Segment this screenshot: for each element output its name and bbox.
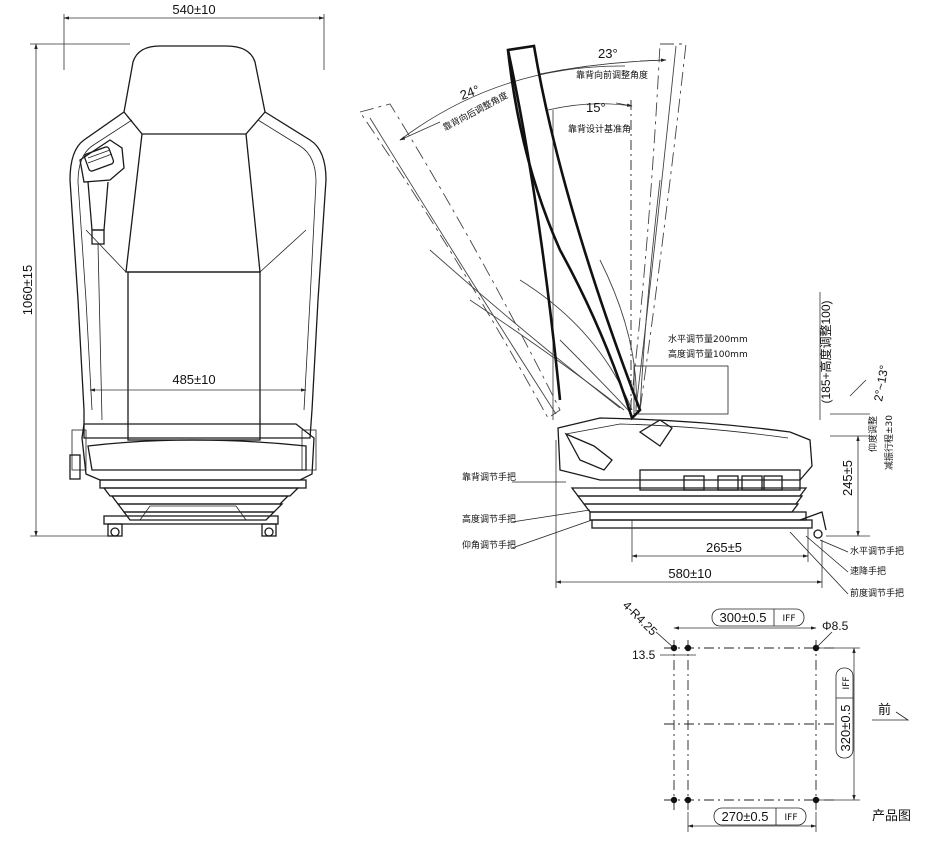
front-height-dim: 1060±15 xyxy=(20,265,35,316)
mount-dim-270-tag: IFF xyxy=(784,813,797,823)
mount-holes-label: 4-R4.25 xyxy=(620,598,660,638)
label-backrest-design: 靠背设计基准角 xyxy=(568,123,631,135)
handle-horizontal: 水平调节手把 xyxy=(850,545,904,557)
front-view: 540±10 1060±15 485±10 xyxy=(20,2,327,537)
product-label: 产品图 xyxy=(872,808,911,823)
mount-dim-13-5: 13.5 xyxy=(632,648,656,662)
mount-dim-320: 320±0.5 xyxy=(838,705,853,752)
tilt-note: 减振行程±30 xyxy=(883,415,895,470)
front-width-dim: 540±10 xyxy=(172,2,215,17)
mount-dia: Φ8.5 xyxy=(822,619,849,633)
label-height-travel: 高度调节量100mm xyxy=(668,348,748,360)
dim-245: 245±5 xyxy=(840,460,855,496)
label-backrest-front: 靠背向前调整角度 xyxy=(576,69,648,81)
mount-view: 300±0.5 IFF 4-R4.25 Φ8.5 13.5 320±0.5 IF… xyxy=(620,598,911,832)
angle-24: 24° xyxy=(458,82,482,103)
mount-dim-320-tag: IFF xyxy=(842,676,852,689)
mount-dim-300: 300±0.5 xyxy=(720,610,767,625)
handle-backrest: 靠背调节手把 xyxy=(462,471,516,483)
mount-dim-270: 270±0.5 xyxy=(722,809,769,824)
handle-height: 高度调节手把 xyxy=(462,513,516,525)
angle-15: 15° xyxy=(586,100,606,115)
angle-23: 23° xyxy=(598,46,618,61)
height-adjust-dim: (185+高度调整100) xyxy=(818,300,833,403)
dim-580: 580±10 xyxy=(668,566,711,581)
handle-lift: 速降手把 xyxy=(850,565,886,577)
dim-265: 265±5 xyxy=(706,540,742,555)
seat-width-dim: 485±10 xyxy=(172,372,215,387)
label-horizontal-travel: 水平调节量200mm xyxy=(668,333,748,345)
front-label: 前 xyxy=(878,702,891,717)
handle-tilt: 仰角调节手把 xyxy=(462,539,516,551)
tilt-label: 仰度调整 xyxy=(867,416,879,452)
mount-dim-300-tag: IFF xyxy=(782,614,795,624)
side-view: 24° 23° 15° 靠背向后调整角度 靠背向前调整角度 靠背设计基准角 水平… xyxy=(359,43,904,599)
handle-pitch: 前度调节手把 xyxy=(850,587,904,599)
tilt-range: 2°~13° xyxy=(871,364,891,403)
